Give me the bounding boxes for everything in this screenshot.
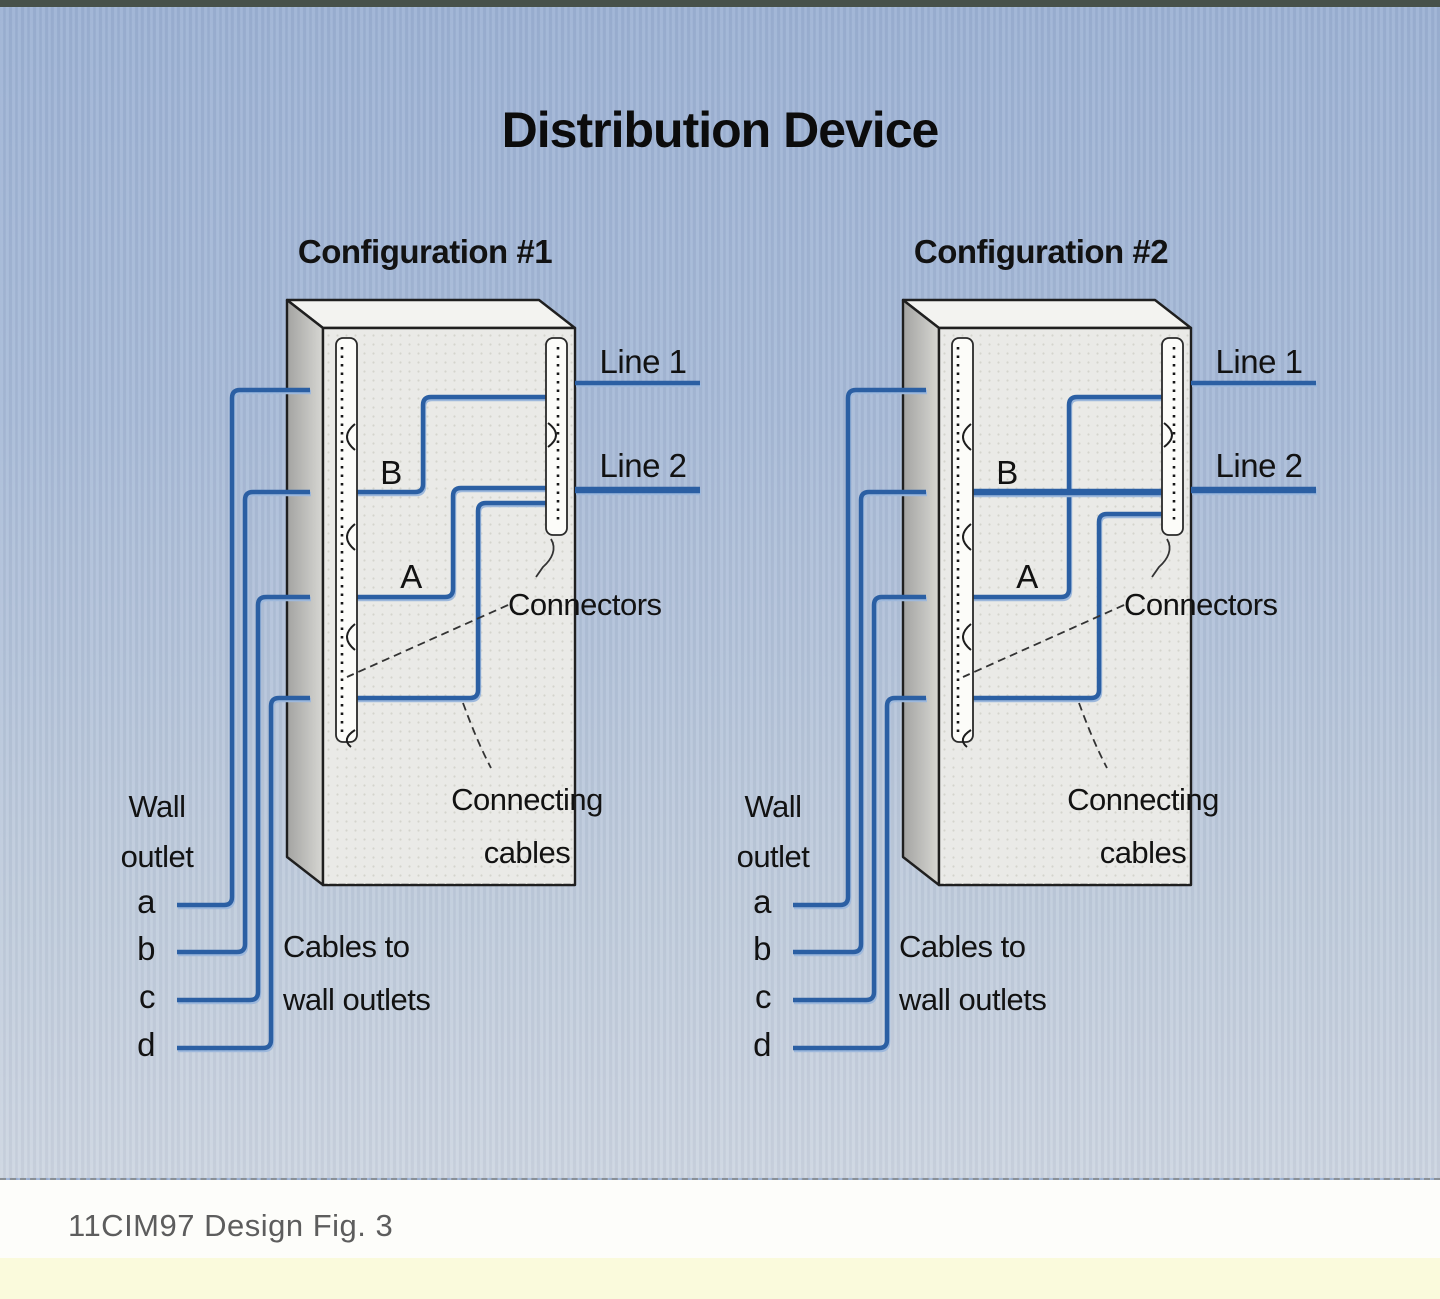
strip-hook <box>961 729 972 748</box>
connectors-leader-left <box>346 604 509 678</box>
outlet-a-label: a <box>753 883 772 920</box>
wall-cable-c <box>793 594 926 1003</box>
strip-hook <box>962 623 972 651</box>
line1-label: Line 1 <box>600 343 687 380</box>
connecting-cable-lower-path <box>357 500 546 701</box>
cables-to-wall-outlets-line2: wall outlets <box>282 982 430 1017</box>
strip-hook <box>962 423 972 451</box>
wall-outlet-label-line1: Wall <box>128 789 185 824</box>
outlet-d-label: d <box>137 1026 155 1063</box>
config-heading: Configuration #1 <box>298 233 552 270</box>
top-border-bar <box>0 0 1440 7</box>
wall-cable-c <box>177 594 310 1003</box>
connecting-cable-b-path <box>357 394 546 495</box>
cable-a-label: A <box>400 558 422 595</box>
outlet-b-label: b <box>753 930 771 967</box>
box-top-face <box>901 298 1193 330</box>
cables-to-wall-outlets-line1: Cables to <box>283 929 409 964</box>
wall-outlet-label-line1: Wall <box>744 789 801 824</box>
bottom-yellow-strip <box>0 1258 1440 1299</box>
connecting-cable-a-path <box>357 485 546 600</box>
cable-a-label: A <box>1016 558 1038 595</box>
connectors-label: Connectors <box>1124 587 1278 622</box>
strip-hook <box>547 422 557 448</box>
connecting-cable-lower-path <box>973 511 1162 701</box>
connecting-cables-label-line2: cables <box>484 835 571 870</box>
box-front-texture <box>940 329 1190 884</box>
wall-cable-b <box>793 489 926 955</box>
wall-cable-a <box>793 387 926 908</box>
figure-caption: 11CIM97 Design Fig. 3 <box>68 1208 394 1243</box>
outlet-c-label: c <box>755 978 771 1015</box>
wall-outlet-label-line2: outlet <box>121 839 195 874</box>
wall-cable-d <box>177 695 310 1051</box>
connecting-cables-leader <box>462 702 492 769</box>
strip-hook <box>346 423 356 451</box>
connecting-cables-label-line1: Connecting <box>1067 782 1219 817</box>
wall-cable-a <box>177 387 310 908</box>
cables-to-wall-outlets-line1: Cables to <box>899 929 1025 964</box>
line2-label: Line 2 <box>1216 447 1303 484</box>
strip-hook <box>345 729 356 748</box>
caption-area: 11CIM97 Design Fig. 3 <box>0 1180 1440 1258</box>
box-front-texture <box>324 329 574 884</box>
outlet-d-label: d <box>753 1026 771 1063</box>
connectors-leader-left <box>962 604 1125 678</box>
wall-outlet-label-line2: outlet <box>737 839 811 874</box>
outlet-a-label: a <box>137 883 156 920</box>
line1-label: Line 1 <box>1216 343 1303 380</box>
connectors-leader-right <box>535 538 555 578</box>
line2-label: Line 2 <box>600 447 687 484</box>
configuration-2-diagram: Configuration #2 Line 1 L <box>737 233 1316 1063</box>
connecting-cables-leader <box>1078 702 1108 769</box>
cable-b-label: B <box>996 454 1018 491</box>
connecting-cable-a-path <box>973 394 1162 600</box>
connectors-label: Connectors <box>508 587 662 622</box>
connecting-cables-label-line1: Connecting <box>451 782 603 817</box>
cable-b-label: B <box>380 454 402 491</box>
connectors-leader-right <box>1151 538 1171 578</box>
wall-cable-d <box>793 695 926 1051</box>
config-heading: Configuration #2 <box>914 233 1168 270</box>
box-top-face <box>285 298 577 330</box>
strip-hook <box>346 623 356 651</box>
strip-hook <box>962 523 972 551</box>
page-title: Distribution Device <box>501 102 940 158</box>
connecting-cables-label-line2: cables <box>1100 835 1187 870</box>
cables-to-wall-outlets-line2: wall outlets <box>898 982 1046 1017</box>
strip-hook <box>346 523 356 551</box>
wall-cable-b <box>177 489 310 955</box>
configuration-1-diagram: Configuration #1 Line 1 L <box>121 233 700 1063</box>
outlet-c-label: c <box>139 978 155 1015</box>
strip-hook <box>1163 422 1173 448</box>
diagram-background <box>0 7 1440 1180</box>
outlet-b-label: b <box>137 930 155 967</box>
